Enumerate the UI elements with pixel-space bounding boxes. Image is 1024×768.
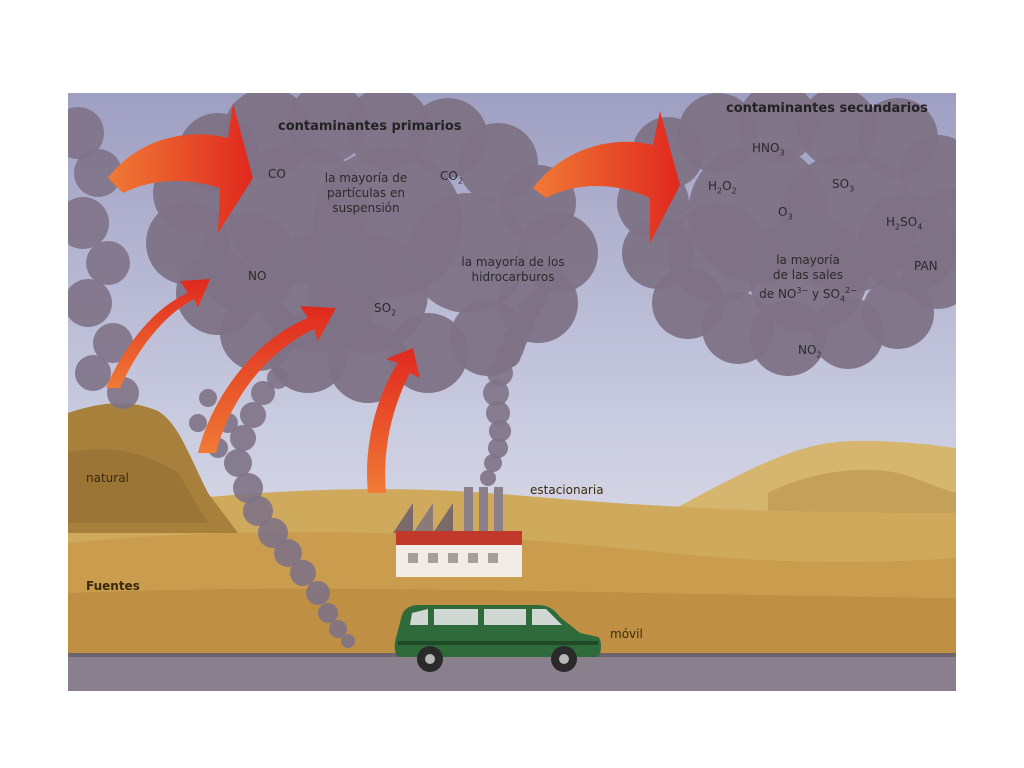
- arrow-to-secondary: [533, 111, 680, 243]
- label-h2o2: H2O2: [708, 179, 737, 196]
- smoke-puff: [308, 233, 428, 353]
- label-hno3: HNO3: [752, 141, 785, 158]
- smoke-puff: [199, 389, 217, 407]
- smoke-puff: [306, 581, 330, 605]
- arrows: [106, 103, 680, 493]
- smoke-puff: [748, 213, 868, 333]
- primary-pollutants-title: contaminantes primarios: [278, 119, 462, 134]
- smoke-puff: [68, 279, 112, 327]
- label-no2: NO2: [798, 343, 822, 360]
- smoke-puff: [198, 213, 298, 313]
- smoke-puff: [189, 414, 207, 432]
- smoke-puff: [486, 401, 510, 425]
- smoke-puff: [251, 381, 275, 405]
- smoke-puff: [86, 241, 130, 285]
- smoke-puff: [233, 473, 263, 503]
- smoke-puff: [484, 454, 502, 472]
- smoke-puff: [68, 197, 109, 249]
- label-particles: la mayoría de partículas en suspensión: [324, 171, 408, 215]
- label-so2: SO2: [374, 301, 397, 318]
- smoke-puff: [329, 620, 347, 638]
- exhaust-smoke-plume: [189, 367, 355, 648]
- smoke-puff: [346, 93, 430, 170]
- smoke-puff: [290, 560, 316, 586]
- smoke-puff: [240, 402, 266, 428]
- label-co2: CO2: [440, 169, 463, 186]
- smoke-puff: [243, 496, 273, 526]
- label-natural-source: natural: [86, 471, 129, 485]
- car: [394, 605, 601, 672]
- smoke-puff: [68, 107, 104, 159]
- smoke-puff: [274, 539, 302, 567]
- label-o3: O3: [778, 205, 793, 222]
- smoke-puff: [230, 425, 256, 451]
- label-pan: PAN: [914, 259, 938, 273]
- smoke-puff: [798, 93, 878, 168]
- label-h2so4: H2SO4: [886, 215, 923, 232]
- smoke-puff: [408, 193, 528, 313]
- label-so3: SO3: [832, 177, 855, 194]
- label-salts: la mayoría de las sales de NO3− y SO42−: [759, 253, 857, 304]
- smoke-puff: [224, 449, 252, 477]
- smoke-puff: [74, 149, 122, 197]
- factory: [393, 487, 522, 577]
- smoke-puff: [93, 323, 133, 363]
- arrow-factory-up: [367, 348, 420, 493]
- smoke-puff: [450, 300, 526, 376]
- smoke-puff: [318, 603, 338, 623]
- label-co: CO: [268, 167, 286, 181]
- smoke-puff: [489, 420, 511, 442]
- label-stationary-source: estacionaria: [530, 483, 604, 497]
- arrow-car-up: [198, 306, 336, 453]
- label-no: NO: [248, 269, 267, 283]
- label-hydrocarbons: la mayoría de los hidrocarburos: [461, 255, 565, 284]
- pollution-diagram: contaminantes primarios CO CO2 la mayorí…: [68, 93, 956, 691]
- smoke-puff: [258, 518, 288, 548]
- road: [68, 655, 956, 691]
- arrow-into-primary: [108, 103, 253, 233]
- arrow-natural-up: [106, 279, 210, 388]
- label-sources-title: Fuentes: [86, 579, 140, 593]
- secondary-pollutants-title: contaminantes secundarios: [726, 101, 928, 116]
- smoke-puff: [480, 470, 496, 486]
- diagram-illustration: [68, 93, 956, 691]
- smoke-puff: [668, 203, 768, 303]
- natural-smoke-plume: [68, 107, 139, 409]
- smoke-puff: [488, 438, 508, 458]
- label-mobile-source: móvil: [610, 627, 643, 641]
- smoke-puff: [341, 634, 355, 648]
- smoke-puff: [483, 380, 509, 406]
- smoke-puff: [75, 355, 111, 391]
- smoke-puff: [858, 193, 956, 293]
